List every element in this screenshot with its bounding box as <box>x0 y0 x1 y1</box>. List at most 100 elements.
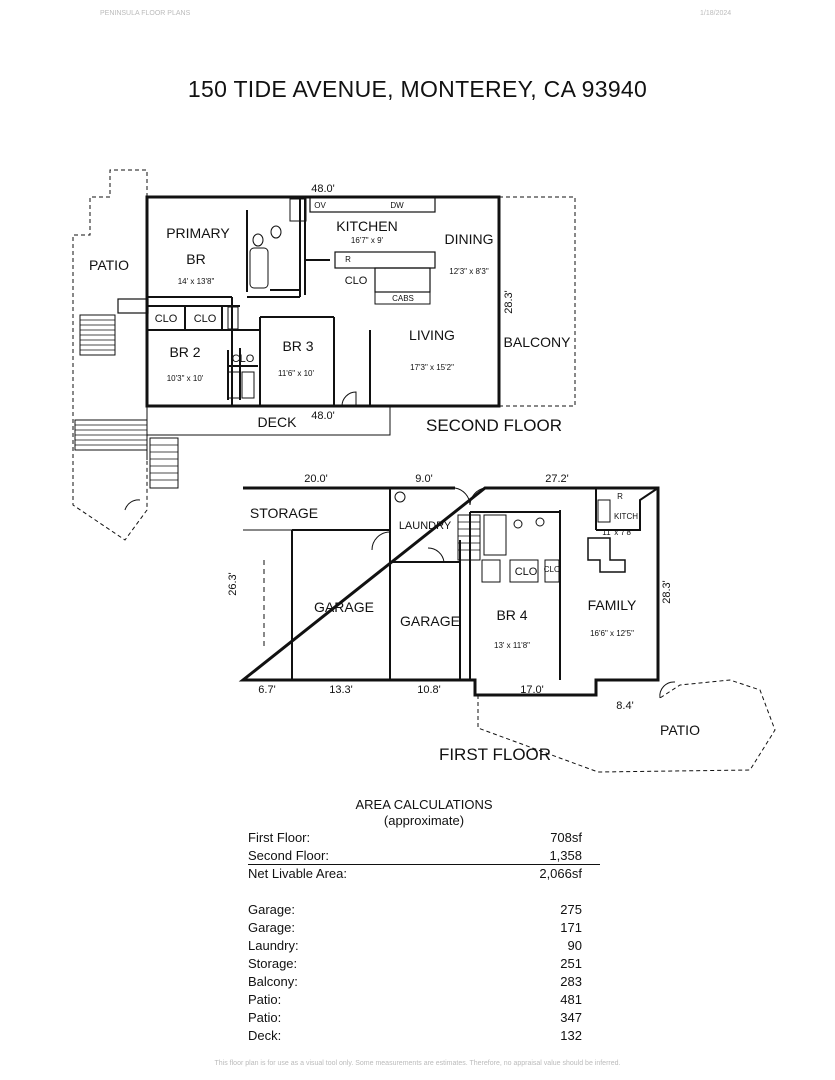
area-row: First Floor: 708sf <box>248 829 600 847</box>
kitchen-walls <box>304 197 371 406</box>
garage-door-dash <box>263 540 293 680</box>
area-row: Net Livable Area: 2,066sf <box>248 865 600 883</box>
disclaimer-footer: This floor plan is for use as a visual t… <box>214 1060 621 1067</box>
room-garage-2-label: GARAGE <box>400 613 460 629</box>
toilet-shape-2 <box>252 233 264 247</box>
area-calculations-table: AREA CALCULATIONS (approximate) First Fl… <box>248 797 600 1045</box>
area-row-value: 283 <box>560 974 582 989</box>
room-br3-size: 11'6" x 10' <box>278 369 314 378</box>
stair-run <box>457 514 481 561</box>
area-subheading: (approximate) <box>383 813 465 828</box>
company-header: PENINSULA FLOOR PLANS <box>100 10 191 17</box>
dim-second-top: 48.0' <box>311 183 335 195</box>
area-row-label: Balcony: <box>248 974 298 989</box>
room-laundry-label: LAUNDRY <box>399 520 452 532</box>
toilet-shape <box>270 225 282 239</box>
lower-stair-block <box>149 437 179 489</box>
lower-stair-treads <box>150 444 178 481</box>
date-header: 1/18/2024 <box>700 10 732 17</box>
patio-ledge-box <box>117 298 149 314</box>
area-row-value: 708sf <box>550 830 582 845</box>
br4-clo-label: CLO <box>515 566 538 578</box>
fridge-label: R <box>345 255 351 264</box>
area-row-label: Storage: <box>248 956 298 971</box>
room-balcony-label: BALCONY <box>504 334 572 350</box>
room-dining-label: DINING <box>445 231 494 247</box>
clo-label-kitchen: CLO <box>345 275 368 287</box>
area-row: Balcony: 283 <box>248 973 600 991</box>
first-floor-label: FIRST FLOOR <box>439 745 551 764</box>
first-floor-door-swings <box>371 487 486 563</box>
room-br2-size: 10'3" x 10' <box>167 374 204 383</box>
room-living-label: LIVING <box>409 327 455 343</box>
first-floor-shower <box>483 514 507 556</box>
area-row-value: 1,358 <box>549 848 582 863</box>
room-family-label: FAMILY <box>588 597 637 613</box>
area-row: Garage: 275 <box>248 901 600 919</box>
area-row-label: First Floor: <box>248 830 311 845</box>
toilet-circle <box>513 519 523 529</box>
room-deck-label: DECK <box>258 414 298 430</box>
area-row-label: Laundry: <box>248 938 299 953</box>
dim-first-top-2: 9.0' <box>415 473 432 485</box>
area-row-label: Patio: <box>248 1010 282 1025</box>
kitchen-counter-top <box>309 196 436 213</box>
room-primary-label: PRIMARY <box>166 225 230 241</box>
cabinets-block <box>374 267 431 293</box>
area-row-value: 347 <box>560 1010 582 1025</box>
room-garage-1-label: GARAGE <box>314 599 374 615</box>
br4-clo-box <box>509 559 539 583</box>
first-floor-patio-outline <box>477 679 776 773</box>
clo-vert-box-2 <box>241 371 255 399</box>
dim-first-top-1: 20.0' <box>304 473 328 485</box>
area-row-value: 90 <box>567 938 582 953</box>
room-br2-label: BR 2 <box>169 344 200 360</box>
dim-first-bottom-4: 17.0' <box>520 684 544 696</box>
room-br4-label: BR 4 <box>496 607 527 623</box>
dim-first-right: 28.3' <box>661 580 673 604</box>
area-row: Storage: 251 <box>248 955 600 973</box>
dim-first-bottom-3: 10.8' <box>417 684 441 696</box>
area-row-value: 2,066sf <box>539 866 582 881</box>
area-row: Patio: 347 <box>248 1009 600 1027</box>
oven-label: OV <box>314 201 326 210</box>
first-floor-patio-label: PATIO <box>660 722 700 738</box>
bathtub <box>249 247 269 289</box>
sink-circle <box>535 517 545 527</box>
room-primary-size: 14' x 13'8" <box>178 277 215 286</box>
clo-label-1: CLO <box>155 313 178 325</box>
area-row-value: 171 <box>560 920 582 935</box>
area-row-label: Patio: <box>248 992 282 1007</box>
first-floor-interior-walls <box>291 487 659 680</box>
room-br3-label: BR 3 <box>282 338 313 354</box>
room-kitch-size: 11' x 7'8" <box>602 528 634 537</box>
kitchenette-counter <box>587 537 626 573</box>
area-row-value: 275 <box>560 902 582 917</box>
cabs-label-box <box>374 291 431 305</box>
first-floor-stairs <box>481 559 501 583</box>
room-family-size: 16'6" x 12'5" <box>590 629 634 638</box>
room-patio-label: PATIO <box>89 257 129 273</box>
area-row: Laundry: 90 <box>248 937 600 955</box>
area-row: Patio: 481 <box>248 991 600 1009</box>
area-heading: AREA CALCULATIONS <box>355 797 493 812</box>
dim-second-bottom: 48.0' <box>311 410 335 422</box>
area-row: Second Floor: 1,358 <box>248 847 600 865</box>
patio-stair-treads <box>80 319 115 351</box>
dim-first-bottom-5: 8.4' <box>616 700 633 712</box>
area-spacer <box>248 883 600 901</box>
br4-clo-box-2 <box>544 559 560 583</box>
balcony-outline <box>499 196 576 407</box>
area-row-value: 481 <box>560 992 582 1007</box>
room-dining-size: 12'3" x 8'3" <box>449 267 489 276</box>
patio-door-swing-2 <box>659 681 676 699</box>
area-row-label: Net Livable Area: <box>248 866 348 881</box>
kitch-fridge-label: R <box>617 492 623 501</box>
water-heater-circle <box>394 491 406 503</box>
room-storage-label: STORAGE <box>250 505 318 521</box>
area-row: Deck: 132 <box>248 1027 600 1045</box>
room-primary-label-2: BR <box>186 251 205 267</box>
cabs-label: CABS <box>392 294 414 303</box>
br4-clo-label-2: CLO <box>544 565 560 574</box>
area-row-label: Second Floor: <box>248 848 329 863</box>
